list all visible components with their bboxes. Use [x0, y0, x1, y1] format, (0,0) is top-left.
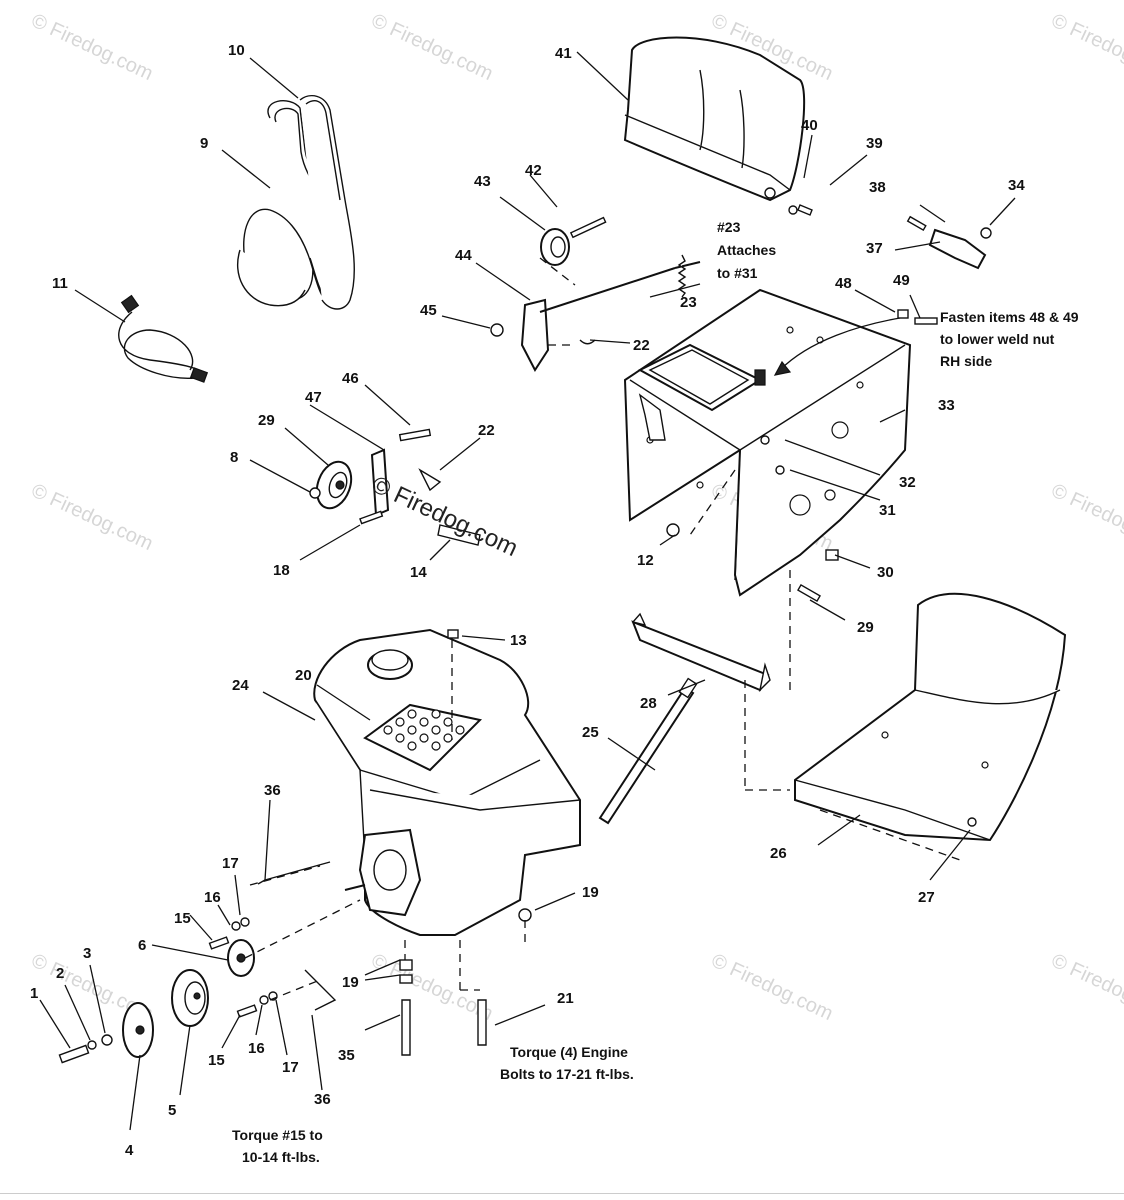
note-torque-engine-line1: Torque (4) Engine [510, 1044, 628, 1060]
part-label: 32 [899, 474, 916, 491]
part-label: 5 [168, 1102, 176, 1119]
pulley-43 [539, 216, 607, 286]
part-number-labels: 1 2 3 4 5 6 8 9 10 11 12 13 14 15 15 16 … [30, 42, 1025, 1159]
part-label: 39 [866, 135, 883, 152]
part-label: 13 [510, 632, 527, 649]
frame-33 [623, 288, 938, 597]
watermark: © Firedog.com [708, 950, 836, 1025]
assembly-notes: #23 Attaches to #31 Fasten items 48 & 49… [232, 219, 1079, 1165]
watermark: © Firedog.com [1048, 950, 1124, 1025]
part-label: 46 [342, 370, 359, 387]
part-label: 29 [857, 619, 874, 636]
part-label: 38 [869, 179, 886, 196]
part-label: 31 [879, 502, 896, 519]
part-label: 37 [866, 240, 883, 257]
note-torque-15-line1: Torque #15 to [232, 1127, 323, 1143]
part-label: 6 [138, 937, 146, 954]
part-label: 33 [938, 397, 955, 414]
part-label: 34 [1008, 177, 1025, 194]
part-label: 26 [770, 845, 787, 862]
part-label: 19 [342, 974, 359, 991]
note-fasten-line2: to lower weld nut [940, 331, 1055, 347]
part-label: 23 [680, 294, 697, 311]
part-label: 35 [338, 1047, 355, 1064]
part-label: 4 [125, 1142, 134, 1159]
part-label: 42 [525, 162, 542, 179]
idler-linkage [490, 254, 701, 372]
leader-lines [39, 51, 1016, 1131]
part-label: 16 [248, 1040, 265, 1057]
watermark: © Firedog.com [28, 480, 156, 555]
part-label: 28 [640, 695, 657, 712]
bracket-37 [906, 215, 992, 270]
part-label: 21 [557, 990, 574, 1007]
part-label: 1 [30, 985, 38, 1002]
part-label: 2 [56, 965, 64, 982]
auger-shaft-25 [598, 677, 698, 825]
part-label: 10 [228, 42, 245, 59]
belt-cover [623, 36, 813, 216]
part-label: 44 [455, 247, 472, 264]
part-label: 17 [282, 1059, 299, 1076]
part-label: 45 [420, 302, 437, 319]
idler-assembly [309, 428, 481, 546]
note-torque-15-line2: 10-14 ft-lbs. [242, 1149, 320, 1165]
part-label: 3 [83, 945, 91, 962]
bracket-28 [631, 612, 771, 693]
engine-24 [313, 628, 581, 936]
note-attaches-line1: #23 [717, 219, 741, 235]
part-label: 40 [801, 117, 818, 134]
part-label: 43 [474, 173, 491, 190]
part-label: 29 [258, 412, 275, 429]
drive-belts [236, 94, 355, 310]
part-label: 25 [582, 724, 599, 741]
part-label: 27 [918, 889, 935, 906]
note-fasten-line3: RH side [940, 353, 992, 369]
bolts-29-30 [797, 549, 839, 603]
note-attaches-line3: to #31 [717, 265, 758, 281]
heat-shield-holes [383, 709, 465, 751]
shield-26 [794, 592, 1067, 842]
engine-bolts [399, 629, 487, 1056]
extension-cord [118, 294, 209, 383]
watermark: © Firedog.com [28, 10, 156, 85]
part-label: 30 [877, 564, 894, 581]
alignment-lines [244, 469, 961, 1001]
watermark: © Firedog.com [368, 950, 496, 1025]
watermark-center: © Firedog.com [367, 471, 521, 562]
part-label: 20 [295, 667, 312, 684]
part-label: 22 [478, 422, 495, 439]
part-label: 15 [174, 910, 191, 927]
page-bottom-rule [0, 1193, 1124, 1194]
part-label: 15 [208, 1052, 225, 1069]
watermarks: © Firedog.com © Firedog.com © Firedog.co… [28, 10, 1124, 1025]
part-label: 17 [222, 855, 239, 872]
part-label: 18 [273, 562, 290, 579]
part-label: 24 [232, 677, 249, 694]
part-label: 48 [835, 275, 852, 292]
part-label: 36 [314, 1091, 331, 1108]
part-label: 11 [52, 275, 68, 292]
part-label: 14 [410, 564, 427, 581]
part-label: 47 [305, 389, 322, 406]
part-label: 12 [637, 552, 654, 569]
part-label: 8 [230, 449, 238, 466]
watermark: © Firedog.com [1048, 10, 1124, 85]
part-label: 41 [555, 45, 572, 62]
note-fasten-line1: Fasten items 48 & 49 [940, 309, 1079, 325]
part-label: 9 [200, 135, 208, 152]
part-label: 19 [582, 884, 599, 901]
part-label: 22 [633, 337, 650, 354]
note-torque-engine-line2: Bolts to 17-21 ft-lbs. [500, 1066, 634, 1082]
engine-pulley-stack [58, 861, 337, 1064]
watermark: © Firedog.com [368, 10, 496, 85]
note-attaches-line2: Attaches [717, 242, 776, 258]
watermark: © Firedog.com [1048, 480, 1124, 555]
part-label: 16 [204, 889, 221, 906]
part-label: 36 [264, 782, 281, 799]
part-label: 49 [893, 272, 910, 289]
